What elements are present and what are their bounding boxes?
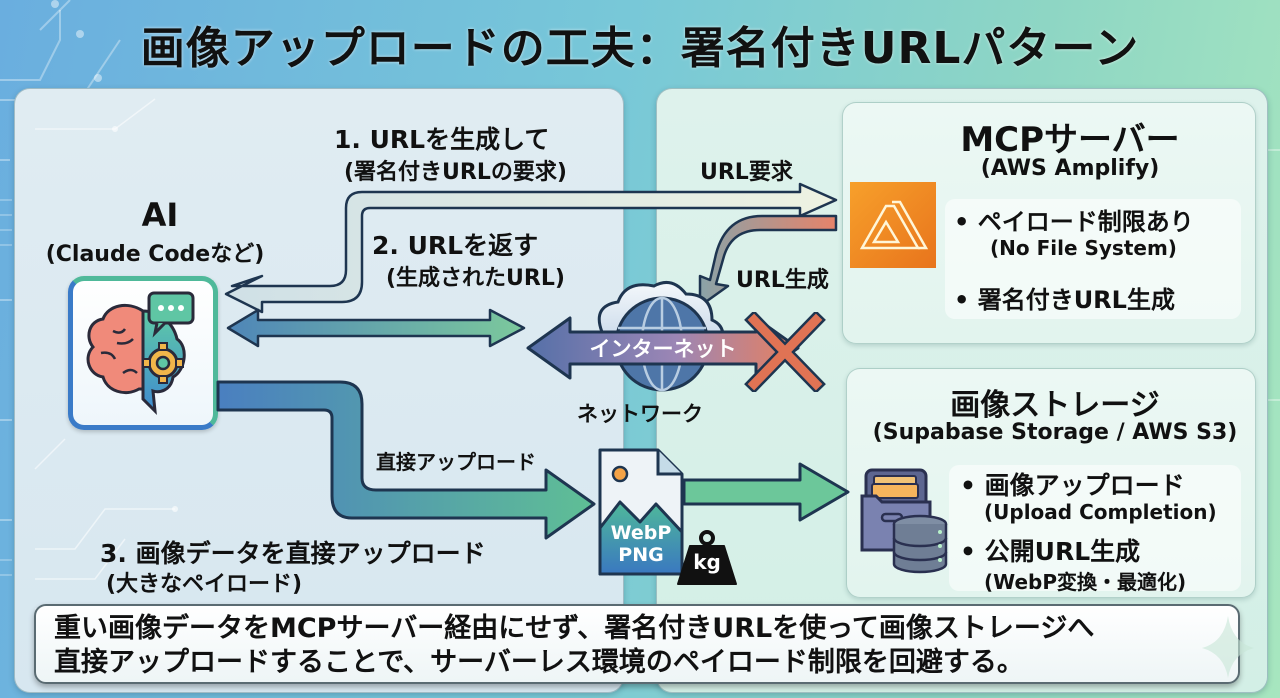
aws-amplify-icon	[850, 182, 936, 268]
summary-note: 重い画像データをMCPサーバー経由にせず、署名付きURLを使って画像ストレージへ…	[34, 604, 1240, 684]
mcp-bullet-payload-limit-sub: (No File System)	[990, 236, 1177, 260]
url-request-label: URL要求	[700, 160, 793, 185]
storage-bullet-public-url-sub: (WebP変換・最適化)	[984, 570, 1187, 594]
step1-label: 1. URLを生成して	[334, 125, 550, 154]
cross-icon	[744, 312, 826, 392]
weight-label: kg	[693, 550, 721, 574]
image-file-icon: WebP PNG	[596, 446, 686, 578]
storage-features-box	[949, 465, 1241, 591]
summary-line-2: 直接アップロードすることで、サーバーレス環境のペイロード制限を回避する。	[54, 647, 1024, 678]
cloud-globe-icon: インターネット	[526, 280, 800, 392]
summary-line-1: 重い画像データをMCPサーバー経由にせず、署名付きURLを使って画像ストレージへ	[54, 613, 1095, 644]
mcp-server-title: MCPサーバー	[960, 120, 1180, 160]
file-format-png: PNG	[618, 544, 664, 566]
sparkle-icon	[1202, 616, 1254, 678]
mcp-features-box	[945, 199, 1241, 319]
file-drawer-database-icon	[860, 468, 948, 574]
ai-icon-tile	[68, 276, 218, 430]
brain-gear-chat-icon	[86, 291, 195, 416]
network-label: ネットワーク	[577, 402, 703, 426]
step2-label: 2. URLを返す	[372, 231, 539, 260]
file-format-webp: WebP	[610, 522, 672, 544]
mcp-bullet-signed-url: • 署名付きURL生成	[954, 286, 1175, 314]
mcp-server-subtitle: (AWS Amplify)	[980, 156, 1160, 181]
storage-subtitle: (Supabase Storage / AWS S3)	[872, 420, 1238, 445]
storage-title: 画像ストレージ	[950, 388, 1160, 423]
ai-title: AI	[141, 196, 179, 234]
step1-sublabel: (署名付きURLの要求)	[344, 160, 567, 185]
direct-upload-label: 直接アップロード	[376, 450, 536, 474]
step3-sublabel: (大きなペイロード)	[106, 572, 303, 597]
step3-label: 3. 画像データを直接アップロード	[100, 539, 486, 568]
mcp-bullet-payload-limit: • ペイロード制限あり	[954, 208, 1194, 236]
weight-icon: kg	[676, 530, 738, 586]
ai-subtitle: (Claude Codeなど)	[45, 242, 265, 267]
storage-bullet-public-url: • 公開URL生成	[960, 537, 1141, 566]
panel-circuit-pattern	[34, 98, 178, 610]
storage-bullet-upload-sub: (Upload Completion)	[984, 500, 1217, 524]
internet-banner-text: インターネット	[590, 337, 737, 361]
storage-bullet-upload: • 画像アップロード	[960, 471, 1185, 500]
page-title: 画像アップロードの工夫：署名付きURLパターン	[140, 23, 1140, 74]
